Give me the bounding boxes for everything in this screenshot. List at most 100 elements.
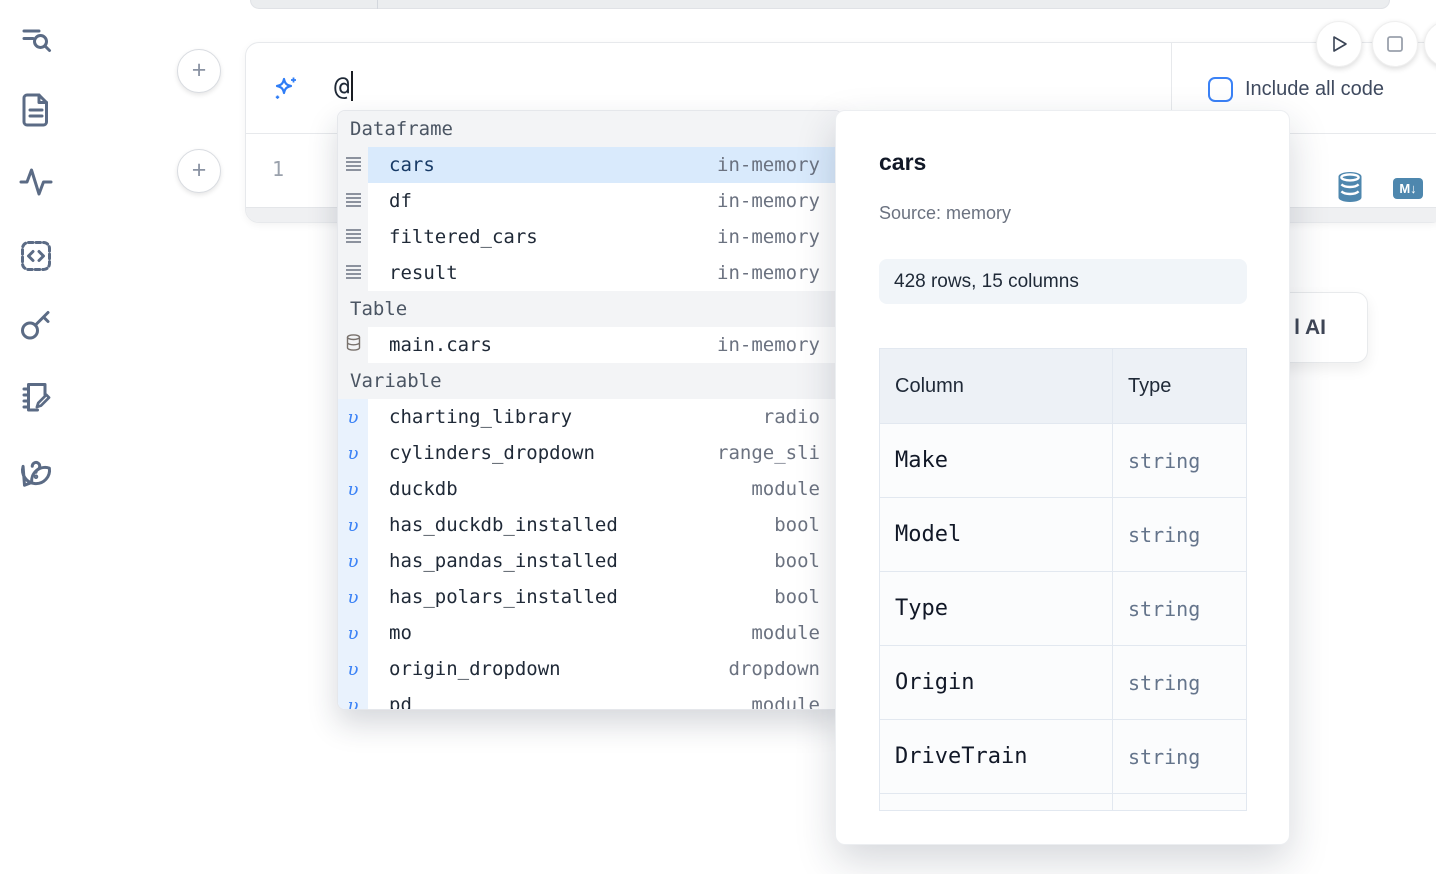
autocomplete-item-pd[interactable]: υ pd module xyxy=(338,687,842,710)
schema-col-cell: Column xyxy=(880,349,1113,423)
dataframe-icon xyxy=(345,262,362,284)
autocomplete-item-icon-cell xyxy=(338,147,368,183)
autocomplete-item-df[interactable]: df in-memory xyxy=(338,183,842,219)
dataframe-icon xyxy=(345,226,362,248)
document-icon[interactable] xyxy=(18,92,54,128)
variable-icon: υ xyxy=(347,586,359,608)
schema-row-origin: Origin string xyxy=(880,645,1246,719)
autocomplete-item-type: in-memory xyxy=(717,226,820,248)
schema-cell: string xyxy=(1128,670,1201,695)
autocomplete-item-icon-cell: υ xyxy=(338,471,368,507)
autocomplete-item-name: filtered_cars xyxy=(389,226,538,248)
add-cell-button-top[interactable]: + xyxy=(177,49,221,93)
include-all-code-checkbox[interactable] xyxy=(1208,77,1233,102)
autocomplete-item-name: has_duckdb_installed xyxy=(389,514,618,536)
schema-cell: Origin xyxy=(895,670,975,695)
autocomplete-item-icon-cell: υ xyxy=(338,687,368,709)
variable-icon: υ xyxy=(347,514,359,536)
markdown-icon[interactable]: M↓ xyxy=(1393,178,1423,199)
variable-icon: υ xyxy=(347,622,359,644)
schema-type-cell: string xyxy=(1113,720,1246,793)
schema-type-cell: string xyxy=(1113,572,1246,645)
table-database-icon xyxy=(346,334,361,356)
text-caret xyxy=(350,71,353,101)
variable-icon: υ xyxy=(347,406,359,428)
autocomplete-item-type: radio xyxy=(762,406,820,428)
autocomplete-item-name: mo xyxy=(389,622,412,644)
code-line-number: 1 xyxy=(272,157,285,181)
stop-button[interactable] xyxy=(1372,21,1418,67)
preview-source: Source: memory xyxy=(879,203,1012,223)
schema-row-drivetrain: DriveTrain string xyxy=(880,719,1246,793)
sparkles-icon xyxy=(272,75,300,103)
schema-cell: DriveTrain xyxy=(895,744,1028,769)
autocomplete-item-icon-cell: υ xyxy=(338,507,368,543)
autocomplete-item-name: cars xyxy=(389,154,435,176)
include-all-code-label: Include all code xyxy=(1245,78,1384,100)
dataframe-icon xyxy=(345,190,362,212)
add-cell-button-bottom[interactable]: + xyxy=(177,149,221,193)
run-cell-button[interactable] xyxy=(1316,21,1362,67)
autocomplete-item-name: main.cars xyxy=(389,334,492,356)
autocomplete-item-type: in-memory xyxy=(717,334,820,356)
autocomplete-item-type: bool xyxy=(774,586,820,608)
schema-col-cell: Origin xyxy=(880,646,1113,719)
autocomplete-item-name: has_pandas_installed xyxy=(389,550,618,572)
schema-col-cell: Model xyxy=(880,498,1113,571)
database-panel-icon[interactable] xyxy=(1336,171,1364,203)
autocomplete-item-type: in-memory xyxy=(717,262,820,284)
ai-prompt-input[interactable]: @ xyxy=(334,71,353,102)
key-icon[interactable] xyxy=(18,308,54,344)
autocomplete-section-header: Dataframe xyxy=(338,111,842,147)
autocomplete-item-filtered_cars[interactable]: filtered_cars in-memory xyxy=(338,219,842,255)
help-icon[interactable] xyxy=(18,452,54,488)
schema-type-cell: string xyxy=(1113,498,1246,571)
variable-icon: υ xyxy=(347,658,359,680)
autocomplete-item-type: in-memory xyxy=(717,190,820,212)
schema-type-cell xyxy=(1113,794,1246,810)
autocomplete-section-header: Table xyxy=(338,291,842,327)
autocomplete-item-icon-cell: υ xyxy=(338,543,368,579)
schema-cell: string xyxy=(1128,596,1201,621)
schema-type-cell: string xyxy=(1113,424,1246,497)
toc-search-icon[interactable] xyxy=(18,22,54,58)
autocomplete-item-icon-cell: υ xyxy=(338,399,368,435)
schema-cell: string xyxy=(1128,522,1201,547)
dataframe-preview-popup: cars Source: memory 428 rows, 15 columns… xyxy=(835,110,1290,845)
autocomplete-item-main.cars[interactable]: main.cars in-memory xyxy=(338,327,842,363)
schema-col-cell: DriveTrain xyxy=(880,720,1113,793)
autocomplete-item-icon-cell xyxy=(338,255,368,291)
autocomplete-item-type: module xyxy=(751,694,820,710)
schema-cell: Make xyxy=(895,448,948,473)
activity-icon[interactable] xyxy=(18,164,54,200)
schema-col-cell: Make xyxy=(880,424,1113,497)
schema-col-cell: Type xyxy=(880,572,1113,645)
scratchpad-icon[interactable] xyxy=(18,380,54,416)
dataframe-icon xyxy=(345,154,362,176)
autocomplete-item-type: dropdown xyxy=(728,658,820,680)
variable-icon: υ xyxy=(347,478,359,500)
autocomplete-item-name: df xyxy=(389,190,412,212)
schema-cell: Model xyxy=(895,522,962,547)
autocomplete-item-cars[interactable]: cars in-memory xyxy=(338,147,842,183)
schema-type-cell: Type xyxy=(1113,349,1246,423)
autocomplete-item-icon-cell: υ xyxy=(338,615,368,651)
autocomplete-item-type: in-memory xyxy=(717,154,820,176)
schema-col-cell xyxy=(880,794,1113,810)
schema-cell: string xyxy=(1128,448,1201,473)
code-snippets-icon[interactable] xyxy=(18,238,54,274)
autocomplete-item-name: pd xyxy=(389,694,412,710)
ai-input-divider xyxy=(1171,43,1172,133)
autocomplete-section-header: Variable xyxy=(338,363,842,399)
schema-type-cell: string xyxy=(1113,646,1246,719)
